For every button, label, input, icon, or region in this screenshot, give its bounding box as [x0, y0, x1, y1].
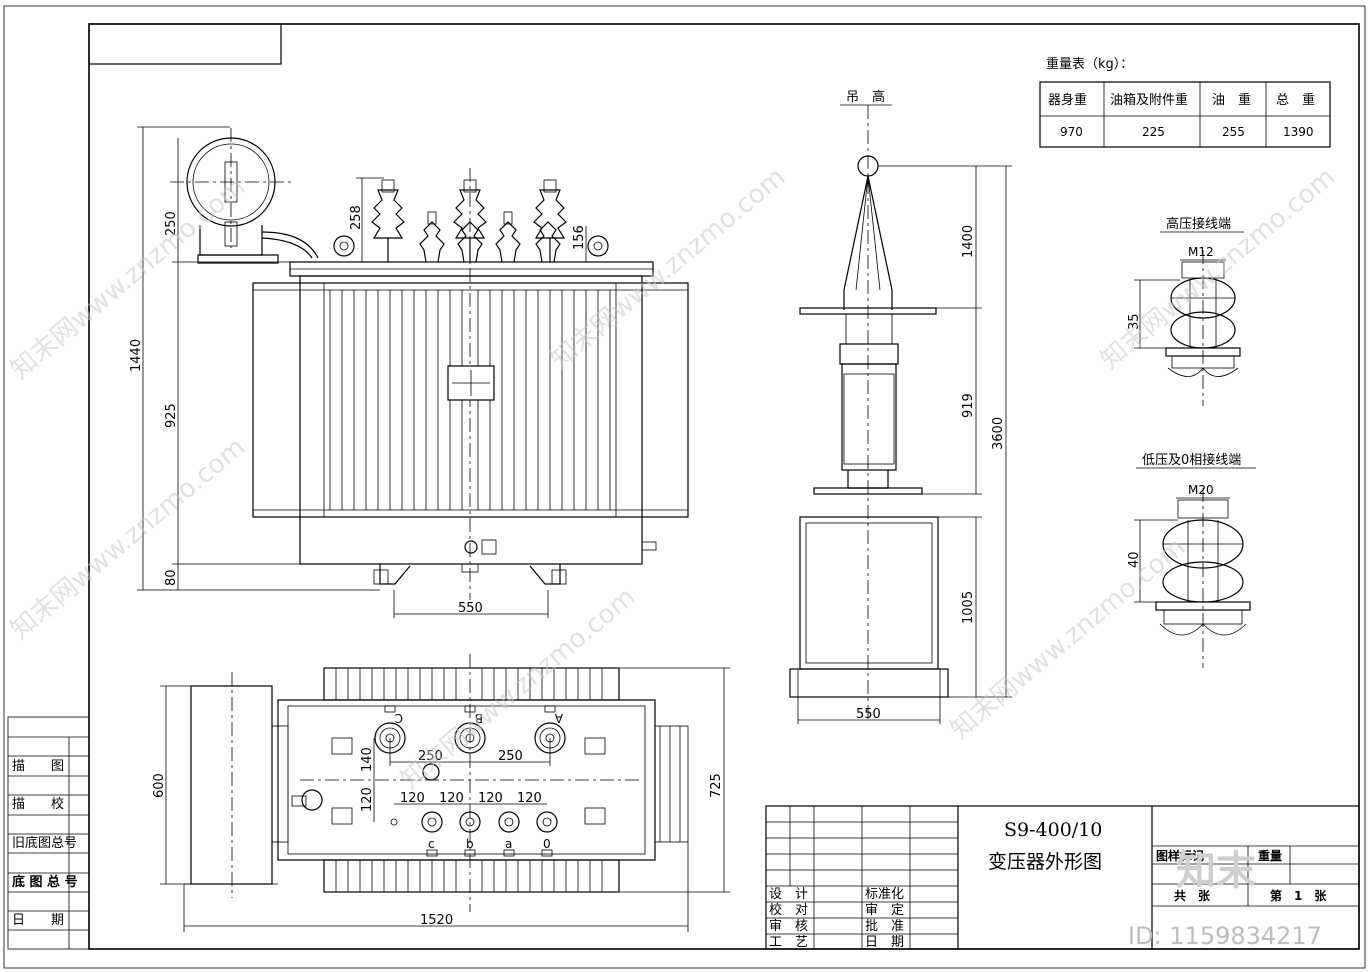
conservator-plan	[190, 685, 273, 885]
sheet-inner-border	[88, 23, 1360, 950]
dim-total-height: 1440	[129, 339, 144, 372]
dim-top-120-a: 120	[400, 791, 425, 806]
weight-value-total: 1390	[1283, 125, 1314, 139]
role-review: 审 核	[769, 919, 808, 934]
phase-lv-c: c	[428, 837, 435, 851]
weight-table: 重量表（kg）： 器身重 油箱及附件重 油 重 总 重 970 225 255 …	[1039, 56, 1331, 148]
strip-label-date: 日 期	[12, 913, 64, 928]
top-view: C B A c b a 0	[152, 654, 730, 932]
sheet-outer-border	[3, 5, 1366, 969]
dim-hv-bushing: 258	[349, 205, 364, 230]
hv-bushings	[371, 179, 567, 262]
lv-terminal-detail: 低压及0相接线端 M20 40	[1127, 452, 1256, 668]
dim-top-725: 725	[709, 773, 724, 798]
strip-label-tracing: 描 图	[12, 759, 64, 774]
radiator-fins	[323, 283, 617, 517]
phase-hv-C: C	[395, 711, 403, 725]
hv-terminal-label: 高压接线端	[1166, 216, 1231, 232]
dim-hv-35: 35	[1127, 313, 1142, 330]
reversed-code-box	[88, 23, 282, 65]
drawing-name: 变压器外形图	[988, 851, 1102, 873]
dim-lift-width: 550	[856, 707, 881, 722]
weight-header-oil: 油 重	[1212, 92, 1251, 108]
left-strip-table: 描 图 描 校 旧底图总号 底 图 总 号 日 期	[7, 716, 90, 950]
dim-top-120-d: 120	[517, 791, 542, 806]
top-fins	[335, 668, 603, 892]
front-view: 1440 925 80 250 258 156 550	[129, 126, 689, 618]
strip-label-old-number: 旧底图总号	[12, 835, 77, 851]
dim-top-140: 140	[360, 747, 375, 772]
weight-value-body: 970	[1060, 125, 1083, 139]
watermark-text-6: 知末网www.znzmo.com	[945, 532, 1191, 745]
weight-header-tank: 油箱及附件重	[1110, 92, 1188, 108]
weight-mark-label: 重量	[1258, 848, 1282, 863]
hv-thread-label: M12	[1188, 245, 1214, 259]
lv-thread-label: M20	[1188, 483, 1214, 497]
dim-top-250-left: 250	[418, 749, 443, 764]
hv-terminal-detail: 高压接线端 M12 35	[1127, 216, 1244, 406]
strip-label-base-number: 底 图 总 号	[12, 874, 78, 890]
strip-label-check: 描 校	[12, 796, 64, 812]
dim-lift-919: 919	[961, 393, 976, 418]
lv-terminal-label: 低压及0相接线端	[1142, 452, 1241, 468]
weight-header-body: 器身重	[1048, 92, 1087, 108]
watermark-logo: 知末	[1176, 848, 1256, 894]
role-approve: 批 准	[865, 919, 904, 934]
watermark-text-3: 知末网www.znzmo.com	[1095, 162, 1341, 375]
dim-top-120-c: 120	[478, 791, 503, 806]
role-design: 设 计	[769, 887, 808, 902]
dim-top-120-vertical: 120	[360, 787, 375, 812]
dim-base-height: 80	[164, 569, 179, 586]
role-date: 日 期	[865, 935, 904, 950]
dim-wheel-span: 550	[458, 601, 483, 616]
lifting-view: 吊 高 1400 919 3600 1005 550	[789, 89, 1012, 724]
role-approve-final: 审 定	[865, 903, 904, 918]
role-standard: 标准化	[865, 887, 904, 902]
weight-value-tank: 225	[1142, 125, 1165, 139]
watermark-text-4: 知末网www.znzmo.com	[5, 432, 251, 645]
weight-value-oil: 255	[1222, 125, 1245, 139]
dim-lift-1005: 1005	[961, 591, 976, 624]
phase-lv-a: a	[505, 837, 512, 851]
role-process: 工 艺	[769, 935, 808, 950]
dim-top-120-b: 120	[439, 791, 464, 806]
lv-bushings	[419, 211, 561, 263]
weight-header-total: 总 重	[1276, 92, 1315, 108]
phase-hv-B: B	[475, 711, 483, 725]
dim-top-250-right: 250	[498, 749, 523, 764]
lv-bushing-plan: c b a 0	[421, 811, 558, 857]
dim-lift-1400: 1400	[961, 225, 976, 258]
title-block: S9-400/10 变压器外形图 设 计 校 对 审 核 工 艺 标准化 审 定…	[765, 805, 1360, 950]
phase-hv-A: A	[554, 711, 563, 725]
phase-lv-0: 0	[543, 837, 551, 851]
dim-lift-total: 3600	[991, 417, 1006, 450]
role-proofread: 校 对	[769, 902, 808, 918]
drawing-model: S9-400/10	[1004, 819, 1102, 841]
dim-conservator: 250	[164, 211, 179, 236]
dim-top-1520: 1520	[420, 913, 453, 928]
lifting-height-label: 吊 高	[846, 89, 885, 105]
weight-table-caption: 重量表（kg）：	[1046, 56, 1133, 72]
dim-lv-40: 40	[1127, 551, 1142, 568]
dim-top-600: 600	[152, 773, 167, 798]
sheet-number: 第 1 张	[1270, 888, 1327, 903]
sheets-total: 共 张	[1174, 888, 1211, 903]
watermark-id: ID: 1159834217	[1128, 922, 1322, 950]
drawing-mark-label: 图样标记	[1156, 848, 1204, 863]
dim-tank-height: 925	[164, 403, 179, 428]
phase-lv-b: b	[466, 837, 474, 851]
dim-lv-bushing: 156	[572, 225, 587, 250]
